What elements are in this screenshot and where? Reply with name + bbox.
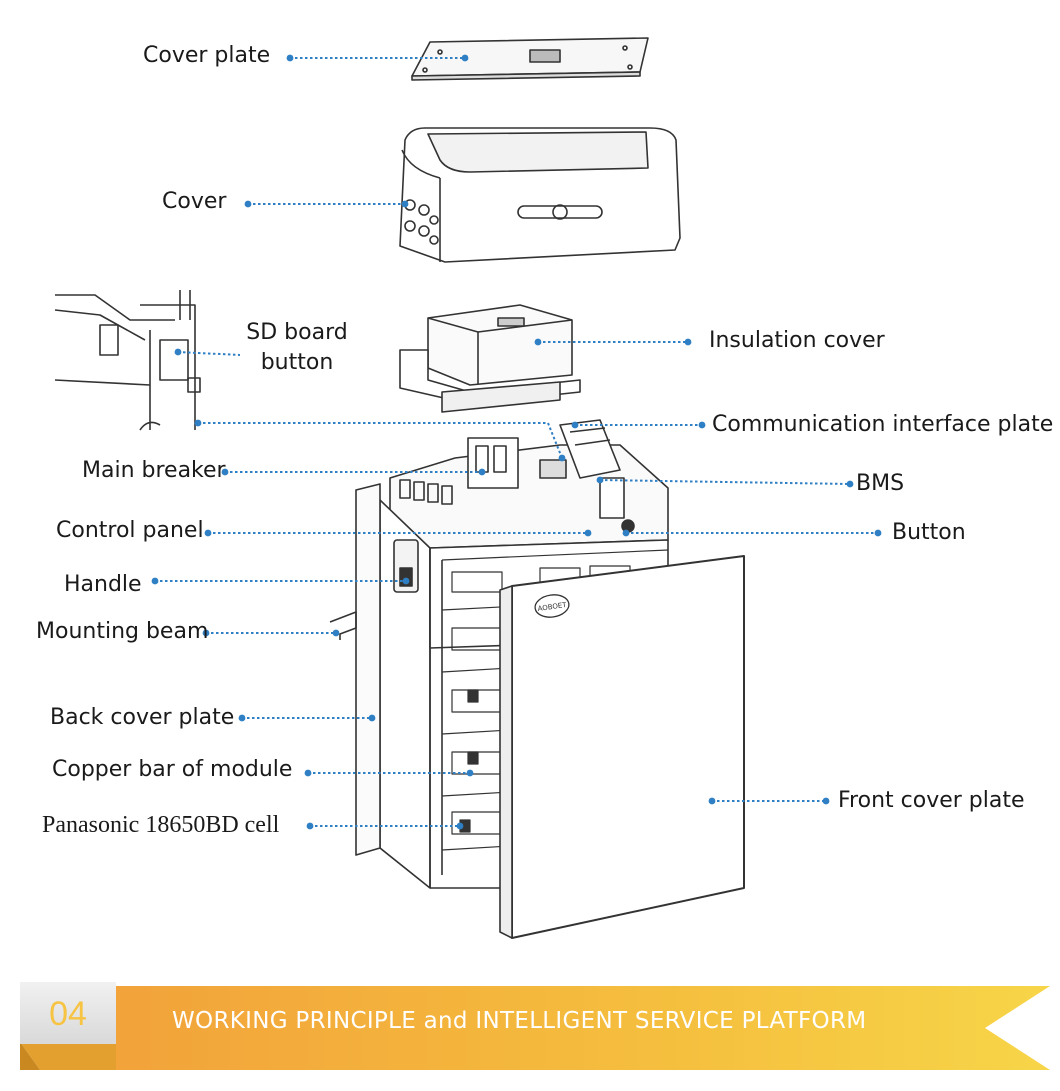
- sd-board-detail: [54, 290, 201, 431]
- label-copper-bar-of-module: Copper bar of module: [52, 757, 293, 782]
- battery-cabinet-part: [329, 419, 745, 939]
- leader-bms: [599, 479, 851, 485]
- label-back-cover-plate: Back cover plate: [50, 705, 235, 730]
- section-banner: [20, 982, 1050, 1070]
- label-main-breaker: Main breaker: [82, 458, 226, 483]
- label-bms: BMS: [856, 471, 905, 496]
- label-cover: Cover: [162, 189, 227, 214]
- label-handle: Handle: [64, 572, 142, 597]
- banner-ribbon: [100, 986, 1050, 1070]
- exploded-view-diagram: AOBOET: [54, 37, 882, 939]
- label-front-cover-plate: Front cover plate: [838, 788, 1025, 813]
- cover-part: [399, 127, 681, 263]
- label-sd-board-line2: button: [260, 350, 334, 375]
- battery-module-rows: [441, 549, 669, 851]
- cover-plate-part: [411, 37, 649, 81]
- label-mounting-beam: Mounting beam: [36, 619, 209, 644]
- label-sd-board-button: SD board button: [242, 318, 352, 378]
- label-insulation-cover: Insulation cover: [709, 328, 885, 353]
- label-control-panel: Control panel: [56, 518, 204, 543]
- label-sd-board-line1: SD board: [246, 320, 348, 345]
- section-number: 04: [49, 994, 87, 1033]
- leader-lines: [155, 57, 878, 827]
- label-button: Button: [892, 520, 966, 545]
- label-communication-interface-plate: Communication interface plate: [712, 412, 1054, 437]
- leader-sd-to-cabinet: [198, 422, 563, 459]
- section-number-box: [20, 982, 116, 1044]
- label-cover-plate: Cover plate: [143, 43, 271, 68]
- leader-sd-board: [177, 351, 241, 356]
- section-title: WORKING PRINCIPLE and INTELLIGENT SERVIC…: [172, 1008, 867, 1034]
- leader-dots: [151, 54, 882, 830]
- insulation-cover-part: [399, 304, 581, 413]
- label-panasonic-cell: Panasonic 18650BD cell: [42, 812, 280, 838]
